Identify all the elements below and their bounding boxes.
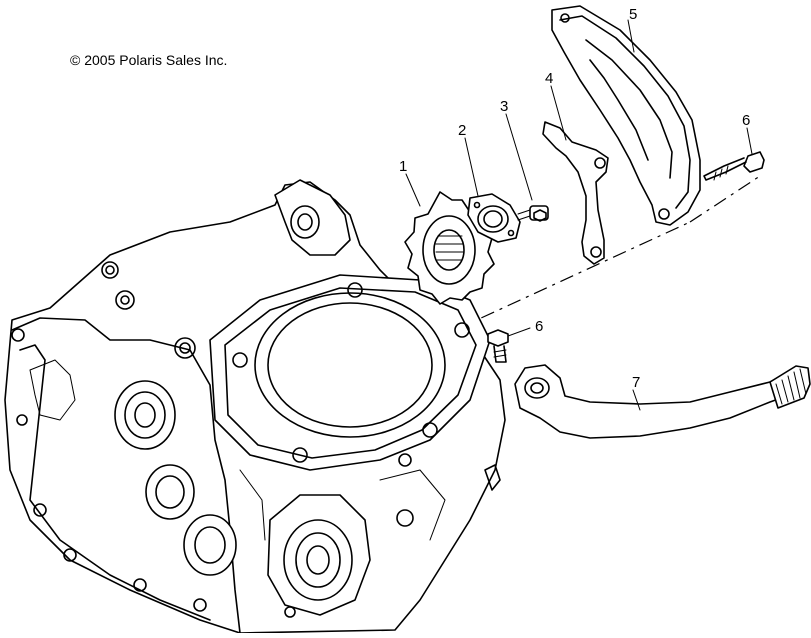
part-3-bolt [517,205,549,222]
part-2-retainer-plate [467,193,521,243]
axis-line [454,221,691,331]
callout-1: 1 [399,158,407,175]
callout-7: 7 [632,374,640,391]
part-6-bolt-lower [487,329,509,363]
leader-lines [405,19,753,411]
axis-line-end [689,175,761,223]
callout-6-lower: 6 [535,318,543,335]
callout-2: 2 [458,122,466,139]
callout-4: 4 [545,70,553,87]
copyright-notice: © 2005 Polaris Sales Inc. [70,52,228,68]
part-4-bracket [542,121,609,265]
callout-3: 3 [500,98,508,115]
callouts: 1 2 3 4 5 6 6 7 [399,6,750,391]
part-6-bolt-upper [703,151,765,181]
callout-5: 5 [629,6,637,23]
part-7-shift-lever [514,364,811,439]
callout-6-upper: 6 [742,112,750,129]
crankcase [4,179,506,634]
part-5-sprocket-cover [551,5,701,226]
